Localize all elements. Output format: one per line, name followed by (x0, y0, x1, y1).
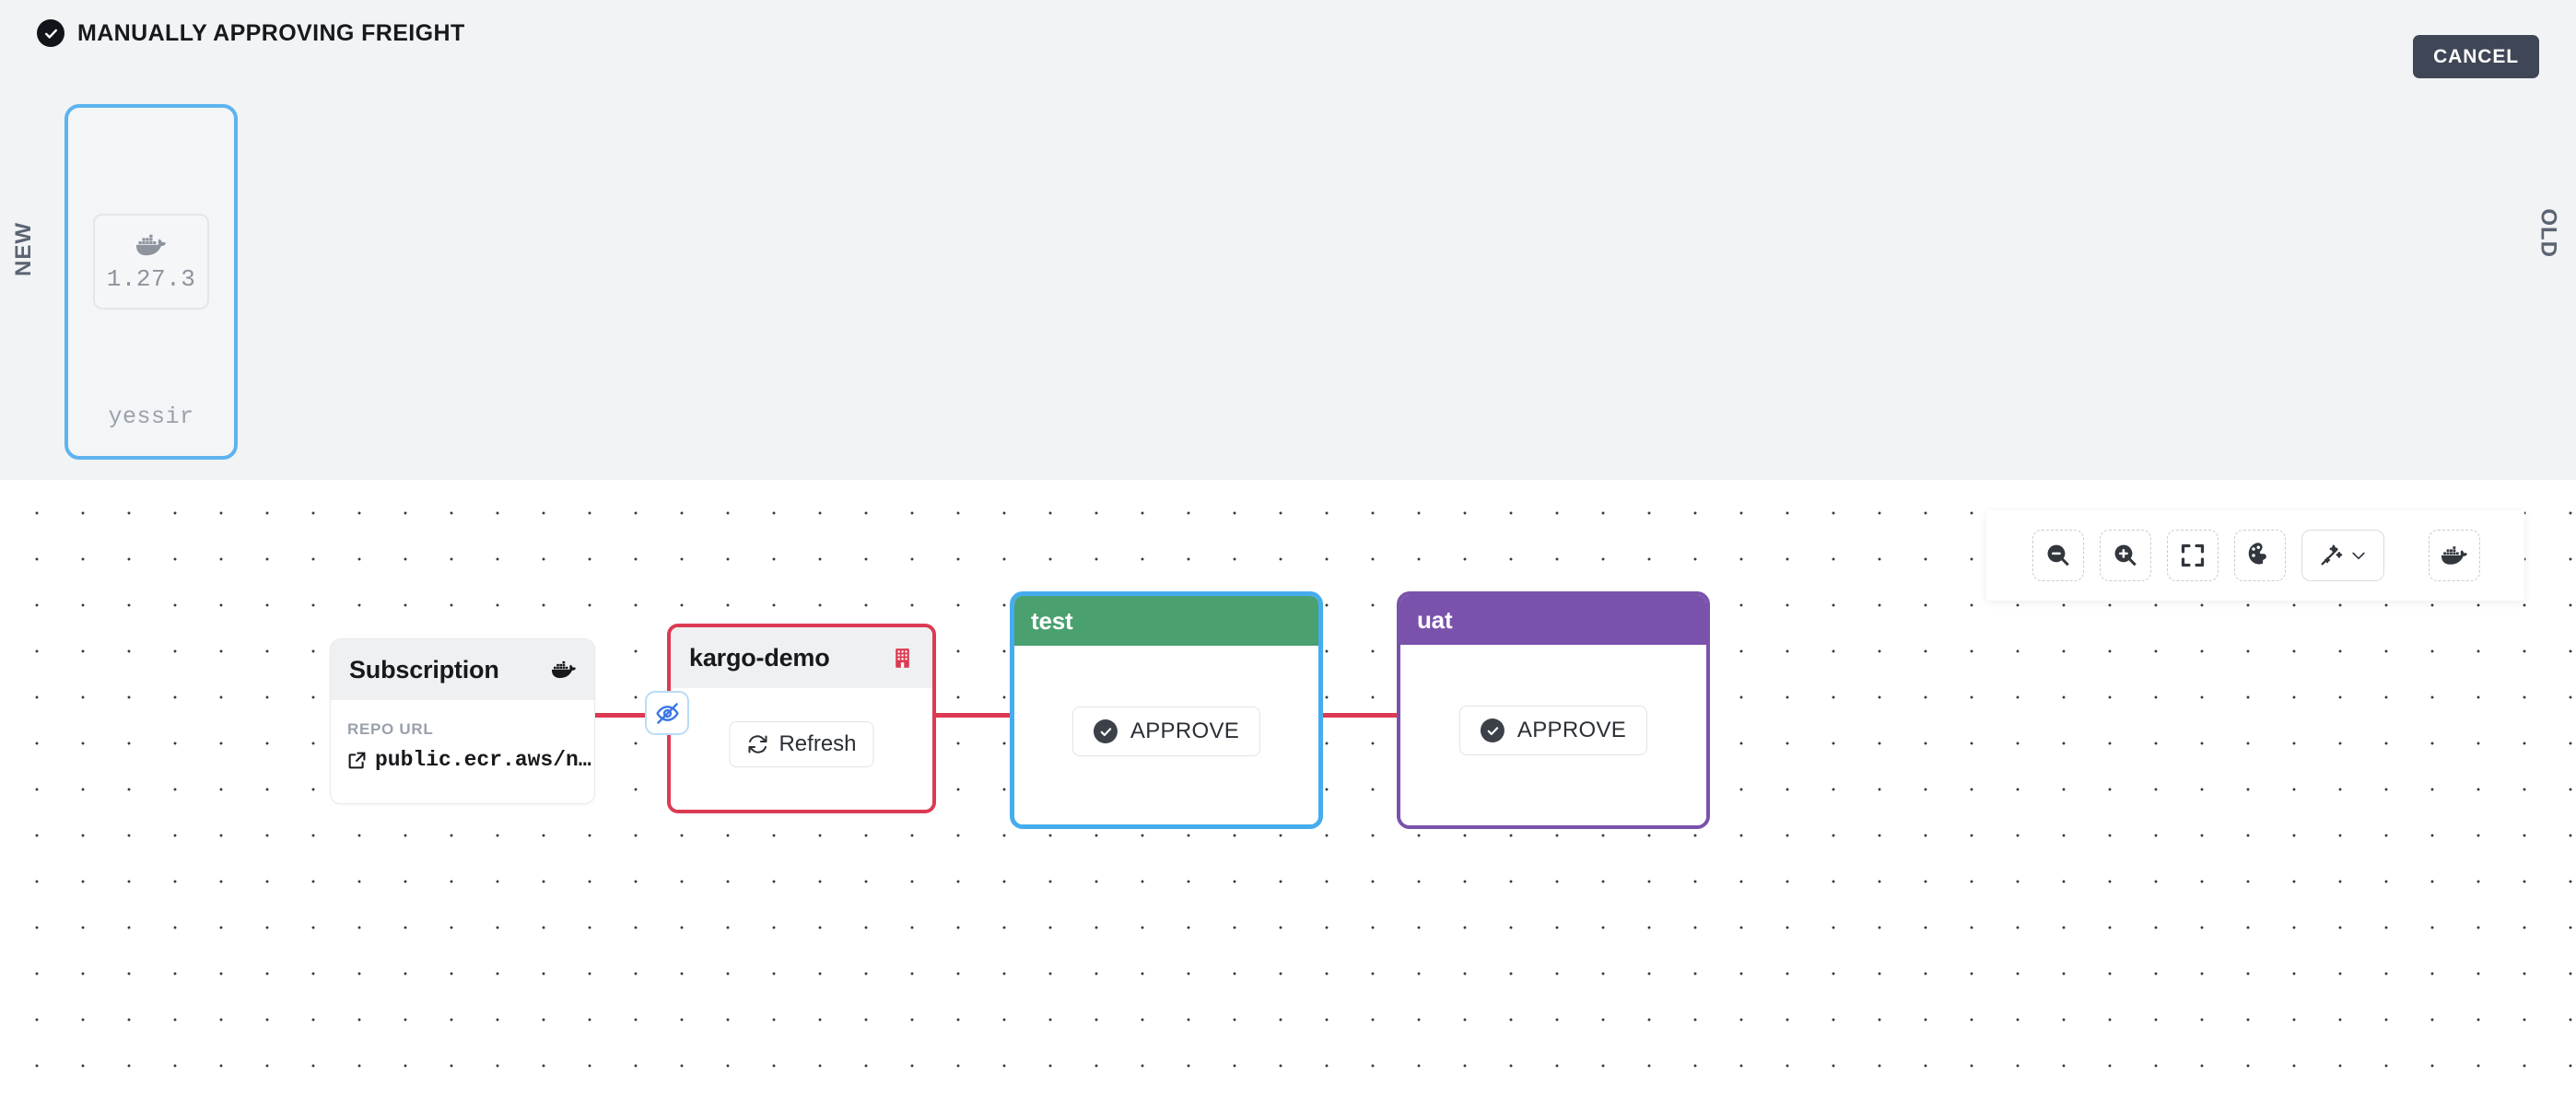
subscription-title: Subscription (349, 655, 499, 683)
docker-images-button[interactable] (2429, 530, 2480, 581)
refresh-icon (746, 733, 768, 755)
zoom-in-button[interactable] (2100, 530, 2151, 581)
docker-whale-icon (136, 230, 166, 260)
repo-url-label: REPO URL (347, 720, 434, 738)
repo-url-value: public.ecr.aws/n… (375, 748, 591, 772)
freightline-header: MANUALLY APPROVING FREIGHT CANCEL (0, 0, 2576, 78)
warehouse-node-body: Refresh (671, 688, 932, 810)
stage-header-test: test (1014, 596, 1318, 646)
freight-artifact-version: 1.27.3 (106, 265, 196, 293)
cancel-button[interactable]: CANCEL (2413, 35, 2539, 78)
zoom-out-button[interactable] (2032, 530, 2084, 581)
magic-wand-icon (2318, 543, 2344, 568)
docker-whale-icon (552, 658, 576, 682)
subscription-node-header: Subscription (331, 639, 594, 700)
fit-view-button[interactable] (2167, 530, 2219, 581)
warehouse-title: kargo-demo (689, 643, 830, 672)
warehouse-icon (891, 647, 914, 670)
approve-label-uat: APPROVE (1516, 718, 1627, 742)
stage-body-uat: APPROVE (1400, 645, 1706, 825)
freight-artifact-chip[interactable]: 1.27.3 (93, 214, 209, 310)
page-title-group: MANUALLY APPROVING FREIGHT (37, 19, 465, 47)
stage-header-uat: uat (1400, 595, 1706, 645)
stage-title-uat: uat (1417, 605, 1453, 634)
check-circle-icon (1480, 718, 1505, 742)
approve-button-uat[interactable]: APPROVE (1458, 706, 1648, 755)
subscription-node[interactable]: Subscription REPO URL public.ecr.aws/n… (330, 638, 595, 804)
approve-label-test: APPROVE (1130, 718, 1240, 743)
approve-button-test[interactable]: APPROVE (1071, 707, 1261, 756)
zoom-in-icon (2113, 543, 2138, 568)
page-title: MANUALLY APPROVING FREIGHT (77, 19, 465, 46)
magic-filter-button[interactable] (2301, 530, 2384, 581)
repo-url-link[interactable]: public.ecr.aws/n… (347, 748, 591, 772)
subscription-node-body: REPO URL public.ecr.aws/n… (331, 700, 594, 803)
freightline: MANUALLY APPROVING FREIGHT CANCEL NEW OL… (0, 0, 2576, 480)
stage-body-test: APPROVE (1014, 646, 1318, 824)
refresh-button[interactable]: Refresh (729, 721, 874, 767)
eye-off-icon (655, 701, 680, 726)
docker-whale-icon (2441, 543, 2467, 568)
palette-icon (2247, 543, 2273, 568)
freight-alias: yessir (108, 403, 194, 430)
color-palette-button[interactable] (2234, 530, 2286, 581)
check-circle-icon (37, 19, 64, 47)
edge-subscription-warehouse (590, 713, 673, 718)
freightline-old-label: OLD (2536, 208, 2561, 258)
stage-node-uat[interactable]: uat APPROVE (1397, 591, 1710, 829)
warehouse-node[interactable]: kargo-demo (667, 624, 936, 813)
edge-test-uat (1317, 713, 1402, 718)
visibility-toggle-button[interactable] (645, 691, 689, 735)
fullscreen-icon (2180, 543, 2206, 568)
zoom-out-icon (2045, 543, 2071, 568)
graph-toolbar (1986, 510, 2524, 601)
refresh-label: Refresh (779, 731, 857, 756)
edge-warehouse-test (931, 713, 1015, 718)
external-link-icon (347, 751, 367, 770)
stage-node-test[interactable]: test APPROVE (1010, 591, 1323, 829)
chevron-down-icon (2349, 546, 2368, 565)
freight-card[interactable]: 1.27.3 yessir (64, 104, 238, 460)
stage-title-test: test (1031, 606, 1073, 635)
warehouse-node-header: kargo-demo (671, 627, 932, 688)
freightline-new-label: NEW (11, 222, 36, 276)
check-circle-icon (1093, 719, 1118, 743)
